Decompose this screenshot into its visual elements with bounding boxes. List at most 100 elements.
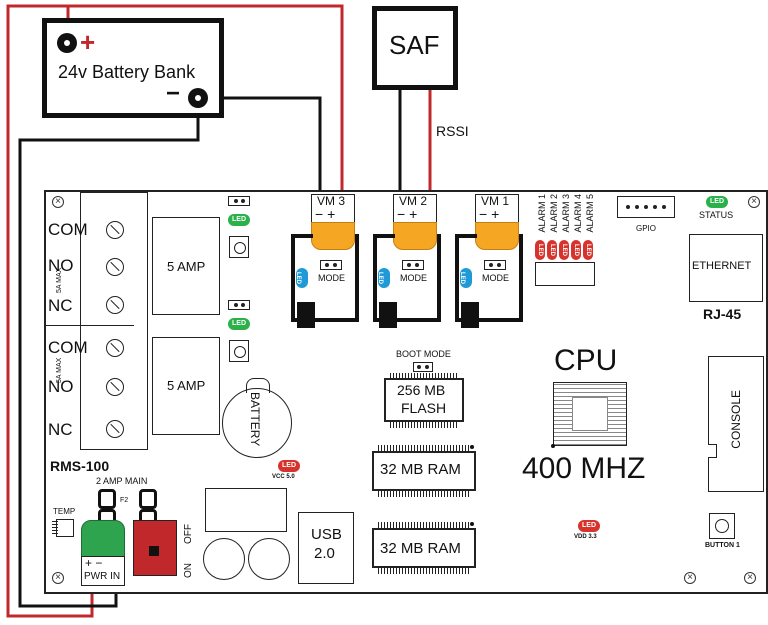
relay1-led: LED <box>228 214 250 226</box>
boot-mode-header <box>413 362 433 372</box>
coin-battery <box>222 388 292 458</box>
rssi-label: RSSI <box>436 123 469 139</box>
vm1-frame <box>455 234 523 322</box>
alarm-1-label: ALARM 1 <box>537 194 547 233</box>
battery-cell-label: BATTERY <box>248 392 262 447</box>
usb-port[interactable] <box>298 512 354 584</box>
console-label: CONSOLE <box>729 390 743 449</box>
negative-wire-vm3 <box>198 96 322 198</box>
ram2-pins-bottom <box>378 568 470 574</box>
jumper-header <box>228 300 250 310</box>
switch-off-label: OFF <box>183 524 194 544</box>
vm1-mode-label: MODE <box>482 273 509 283</box>
battery-plus-sign: + <box>80 27 96 57</box>
fuse-1 <box>98 489 116 509</box>
ethernet-port[interactable] <box>689 234 763 302</box>
pin <box>234 199 238 203</box>
temp-label: TEMP <box>53 507 76 516</box>
saf-label: SAF <box>389 30 440 60</box>
ram2-dot <box>470 522 474 526</box>
power-regulator <box>205 488 287 532</box>
pin <box>635 205 639 209</box>
pin <box>662 205 666 209</box>
alarm-led: LED <box>571 240 581 260</box>
relay1-no-label: NO <box>48 256 74 275</box>
flash-chip <box>384 378 464 422</box>
terminal-screw <box>106 339 124 357</box>
relay-1-label: 5 AMP <box>167 259 206 274</box>
vm2-mode-label: MODE <box>400 273 427 283</box>
frame-top <box>291 234 313 238</box>
cpu-speed: 400 MHZ <box>522 452 646 485</box>
console-port[interactable] <box>708 356 764 492</box>
mounting-hole-tl: × <box>52 196 64 208</box>
power-switch-toggle <box>149 546 159 556</box>
pwr-in-connector[interactable] <box>81 556 125 586</box>
pin <box>234 303 238 307</box>
relay-2 <box>152 337 220 435</box>
console-notch <box>708 444 717 458</box>
relay2-led: LED <box>228 318 250 330</box>
ram1-pins-top <box>378 445 470 451</box>
temp-sensor-pins <box>52 521 58 535</box>
terminal-screw <box>106 420 124 438</box>
gpio-label: GPIO <box>636 224 657 233</box>
boot-mode-label: BOOT MODE <box>396 349 451 359</box>
coin-battery-clip <box>246 378 270 393</box>
vm3-mode-header <box>320 260 342 270</box>
vm3-terminal <box>311 222 355 250</box>
alarm-led: LED <box>559 240 569 260</box>
pwr-in-label: PWR IN <box>84 571 121 582</box>
relay-1 <box>152 217 220 315</box>
vm1-led: LED <box>459 268 472 288</box>
pin <box>425 365 429 369</box>
pin <box>325 263 329 267</box>
vdd-led: LED <box>578 520 600 532</box>
mounting-hole-bl: × <box>52 572 64 584</box>
vcc-led: LED <box>278 460 300 472</box>
vm3-chip <box>297 302 315 328</box>
pin <box>333 263 337 267</box>
capacitor-1 <box>203 538 245 580</box>
temp-sensor <box>56 519 74 537</box>
flash-pins-top <box>390 373 458 379</box>
pin <box>489 263 493 267</box>
alarm-5-label: ALARM 5 <box>585 194 595 233</box>
vm3-frame <box>291 234 359 322</box>
alarm-4-label: ALARM 4 <box>573 194 583 233</box>
vm3-polarity: − + <box>315 206 336 222</box>
cpu-chip-core <box>572 397 608 431</box>
terminal-screw <box>106 258 124 276</box>
flash-label: FLASH <box>401 400 447 416</box>
frame-top <box>455 234 477 238</box>
ram-chip-2 <box>372 528 476 568</box>
ram1-pins-bottom <box>378 491 470 497</box>
button-1-label: BUTTON 1 <box>705 542 740 549</box>
relay-2-label: 5 AMP <box>167 378 206 393</box>
battery-positive-terminal-dot <box>64 40 70 46</box>
button-1-cap <box>715 519 729 533</box>
negative-wire-pwr <box>18 98 200 608</box>
switch-on-label: ON <box>183 563 194 578</box>
relay2-com-label: COM <box>48 338 88 357</box>
vm1-mode-header <box>484 260 506 270</box>
vm2-polarity: − + <box>397 206 418 222</box>
button-circle <box>234 242 246 254</box>
saf-device <box>372 6 458 90</box>
relay1-rating: 5A MAX <box>56 267 63 293</box>
battery-label: 24v Battery Bank <box>58 62 196 82</box>
capacitor-2 <box>248 538 290 580</box>
terminal-screw <box>106 378 124 396</box>
button-circle <box>234 346 246 358</box>
fuse-2 <box>139 489 157 509</box>
vm3-led: LED <box>295 268 308 288</box>
relay2-nc-label: NC <box>48 420 73 439</box>
pin <box>417 365 421 369</box>
relay2-no-label: NO <box>48 377 74 396</box>
mounting-hole-mid: × <box>684 572 696 584</box>
cpu-chip <box>553 382 627 446</box>
ram-chip-1 <box>372 451 476 491</box>
pin <box>644 205 648 209</box>
board-name: RMS-100 <box>50 458 110 474</box>
